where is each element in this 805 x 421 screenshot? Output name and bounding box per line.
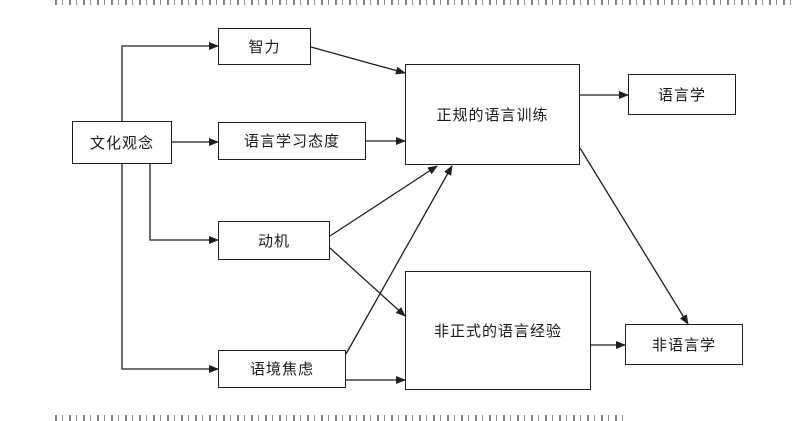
node-nonlinguistic-label: 非语言学	[651, 335, 716, 354]
edge-intelligence-formal	[310, 46, 406, 75]
node-informal-label: 非正式的语言经验	[433, 321, 562, 340]
node-linguistic-label: 语言学	[657, 85, 706, 104]
node-informal-language-experience: 非正式的语言经验	[405, 271, 591, 390]
node-attitude: 语言学习态度	[218, 122, 366, 160]
edge-culture-intelligence	[121, 42, 219, 121]
node-motivation-label: 动机	[257, 231, 290, 250]
node-attitude-label: 语言学习态度	[243, 132, 340, 150]
edge-culture-anxiety	[121, 164, 219, 373]
node-linguistic: 语言学	[628, 74, 736, 115]
edge-anxiety-formal	[345, 165, 453, 355]
node-culture-label: 文化观念	[89, 133, 154, 152]
edge-formal-nonlinguistic	[579, 147, 689, 325]
node-formal-label: 正规的语言训练	[436, 105, 549, 124]
node-anxiety-label: 语境焦虑	[249, 360, 314, 378]
node-formal-language-training: 正规的语言训练	[405, 64, 580, 165]
edge-motivation-informal	[329, 247, 406, 317]
cropped-text-top	[55, 0, 795, 5]
cropped-text-bottom	[55, 415, 625, 421]
node-intelligence-label: 智力	[248, 37, 281, 56]
node-motivation: 动机	[218, 221, 330, 260]
node-intelligence: 智力	[218, 28, 311, 65]
node-anxiety: 语境焦虑	[218, 350, 346, 388]
node-culture: 文化观念	[72, 121, 172, 164]
edge-culture-motivation	[149, 164, 219, 244]
node-nonlinguistic: 非语言学	[625, 324, 743, 365]
edge-motivation-formal	[329, 165, 438, 237]
